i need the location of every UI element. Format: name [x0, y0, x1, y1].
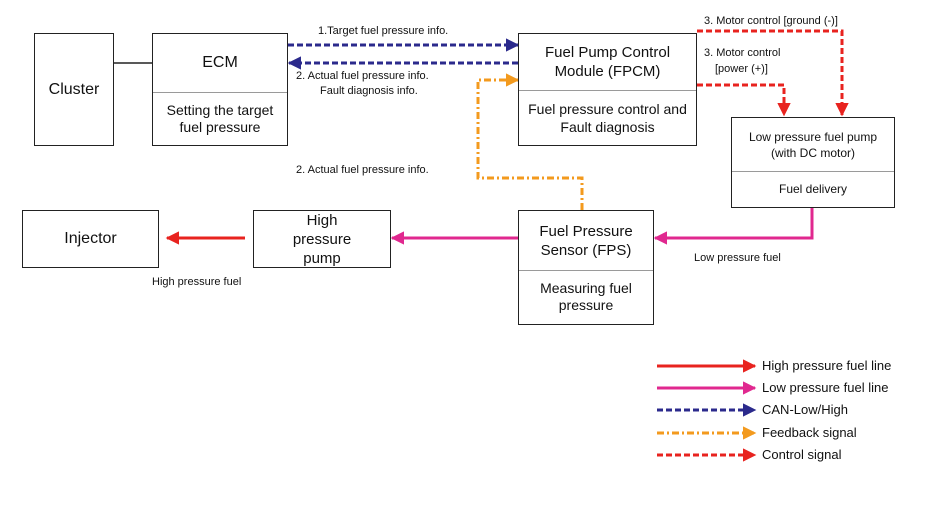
label-motor-ground: 3. Motor control [ground (-)] — [704, 15, 838, 27]
label-low-pressure-fuel: Low pressure fuel — [694, 252, 781, 264]
legend-item-feedback: Feedback signal — [762, 425, 857, 440]
fpcm-title: Fuel Pump Control Module (FPCM) — [544, 44, 671, 80]
legend-item-high-pressure: High pressure fuel line — [762, 358, 892, 373]
label-motor-power-sub: [power (+)] — [715, 63, 768, 75]
low-pressure-pump-title: Low pressure fuel pump (with DC motor) — [748, 129, 878, 160]
injector-title: Injector — [64, 230, 117, 247]
low-pressure-line — [653, 208, 814, 245]
fpcm-box: Fuel Pump Control Module (FPCM) Fuel pre… — [518, 33, 697, 146]
high-pressure-pump-title: High pressure pump — [292, 211, 352, 267]
low-pressure-pump-subtitle: Fuel delivery — [732, 171, 894, 206]
low-pressure-pump-box: Low pressure fuel pump (with DC motor) F… — [731, 117, 895, 208]
label-actual-info-can: 2. Actual fuel pressure info. — [296, 70, 429, 82]
fps-title: Fuel Pressure Sensor (FPS) — [539, 222, 633, 259]
fps-box: Fuel Pressure Sensor (FPS) Measuring fue… — [518, 210, 654, 325]
fps-subtitle: Measuring fuel pressure — [519, 270, 653, 323]
cluster-title: Cluster — [48, 80, 100, 98]
legend-item-low-pressure: Low pressure fuel line — [762, 380, 889, 395]
feedback-arrow — [476, 73, 584, 210]
cluster-box: Cluster — [34, 33, 114, 146]
legend-item-control: Control signal — [762, 447, 842, 462]
label-actual-info-feedback: 2. Actual fuel pressure info. — [296, 164, 429, 176]
label-target-info: 1.Target fuel pressure info. — [318, 25, 449, 37]
ecm-box: ECM Setting the target fuel pressure — [152, 33, 288, 146]
high-pressure-pump-box: High pressure pump — [253, 210, 391, 268]
legend-item-can: CAN-Low/High — [762, 402, 848, 417]
injector-box: Injector — [22, 210, 159, 268]
label-fault-info: Fault diagnosis info. — [320, 85, 418, 97]
ecm-subtitle: Setting the target fuel pressure — [153, 92, 287, 144]
control-power-arrow — [697, 83, 791, 117]
label-motor-power: 3. Motor control — [704, 47, 781, 59]
control-ground-arrow — [697, 29, 849, 117]
fpcm-subtitle: Fuel pressure control and Fault diagnosi… — [519, 90, 696, 144]
label-high-pressure-fuel: High pressure fuel — [152, 276, 242, 288]
ecm-title: ECM — [202, 54, 238, 71]
